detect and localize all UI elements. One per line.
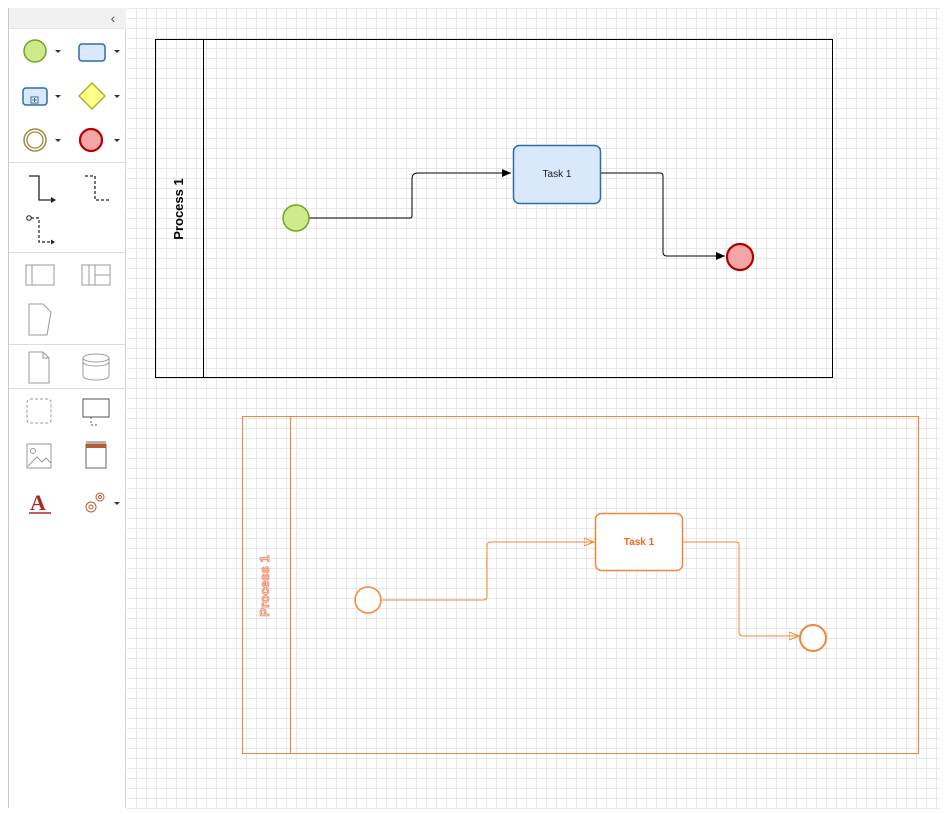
dropdown-caret-icon[interactable] [55, 139, 61, 142]
shape-palette-sidebar: ‹ [8, 8, 126, 808]
sequence-flow-task-to-end[interactable] [601, 172, 725, 260]
chevron-left-icon[interactable]: ‹ [110, 10, 116, 26]
dropdown-caret-icon[interactable] [55, 50, 61, 53]
start-event-1[interactable] [282, 204, 310, 232]
message-flow-icon[interactable] [83, 172, 113, 206]
task-icon[interactable] [77, 41, 109, 65]
task-1-label: Task 1 [543, 169, 572, 180]
end-event-1[interactable] [725, 242, 755, 272]
dropdown-caret-icon[interactable] [114, 50, 120, 53]
pool-2-title: Process 1 [257, 555, 272, 616]
sequence-flow-task-to-end-2[interactable] [683, 541, 799, 636]
group-icon[interactable] [25, 397, 55, 427]
text-annotation-icon[interactable] [81, 397, 113, 427]
palette-divider [9, 252, 126, 253]
diagram-svg[interactable]: Process 1 Task 1 Process 1 Task 1 [127, 9, 940, 809]
dropdown-caret-icon[interactable] [55, 95, 61, 98]
task-2-box[interactable] [594, 512, 684, 572]
data-store-icon[interactable] [81, 352, 111, 384]
lane-icon[interactable] [81, 263, 113, 289]
dropdown-caret-icon[interactable] [114, 95, 120, 98]
end-event-2[interactable] [799, 624, 827, 652]
settings-gear-icon[interactable] [81, 488, 111, 518]
sequence-flow-icon[interactable] [27, 172, 57, 206]
start-event-icon[interactable] [21, 37, 51, 67]
data-object-icon[interactable] [27, 302, 55, 338]
end-event-icon[interactable] [77, 126, 107, 156]
subprocess-icon[interactable] [21, 85, 51, 109]
palette-divider [9, 388, 126, 389]
dropdown-caret-icon[interactable] [114, 139, 120, 142]
pool-process-1[interactable]: Process 1 [155, 39, 833, 378]
task-1-box[interactable] [512, 144, 602, 205]
text-glyph: A [30, 490, 46, 515]
dropdown-caret-icon[interactable] [114, 502, 120, 505]
start-event-2[interactable] [354, 586, 382, 614]
pool-process-2[interactable]: Process 1 [242, 416, 919, 754]
task-2-label: Task 1 [624, 537, 655, 548]
sequence-flow-start-to-task-2[interactable] [382, 542, 594, 601]
palette-header: ‹ [9, 8, 126, 29]
pool-icon[interactable] [25, 263, 57, 289]
intermediate-event-icon[interactable] [21, 126, 51, 156]
sequence-flow-start-to-task[interactable] [309, 169, 511, 219]
association-icon[interactable] [25, 214, 57, 250]
diagram-canvas[interactable]: Process 1 Task 1 Process 1 Task 1 [127, 8, 940, 809]
text-icon[interactable]: A [27, 488, 55, 518]
container-icon[interactable] [83, 440, 111, 472]
palette-divider [9, 162, 126, 163]
document-icon[interactable] [27, 350, 55, 386]
palette-divider [9, 344, 126, 345]
image-icon[interactable] [25, 442, 55, 472]
pool-1-title: Process 1 [171, 178, 186, 239]
gateway-icon[interactable] [77, 81, 109, 113]
